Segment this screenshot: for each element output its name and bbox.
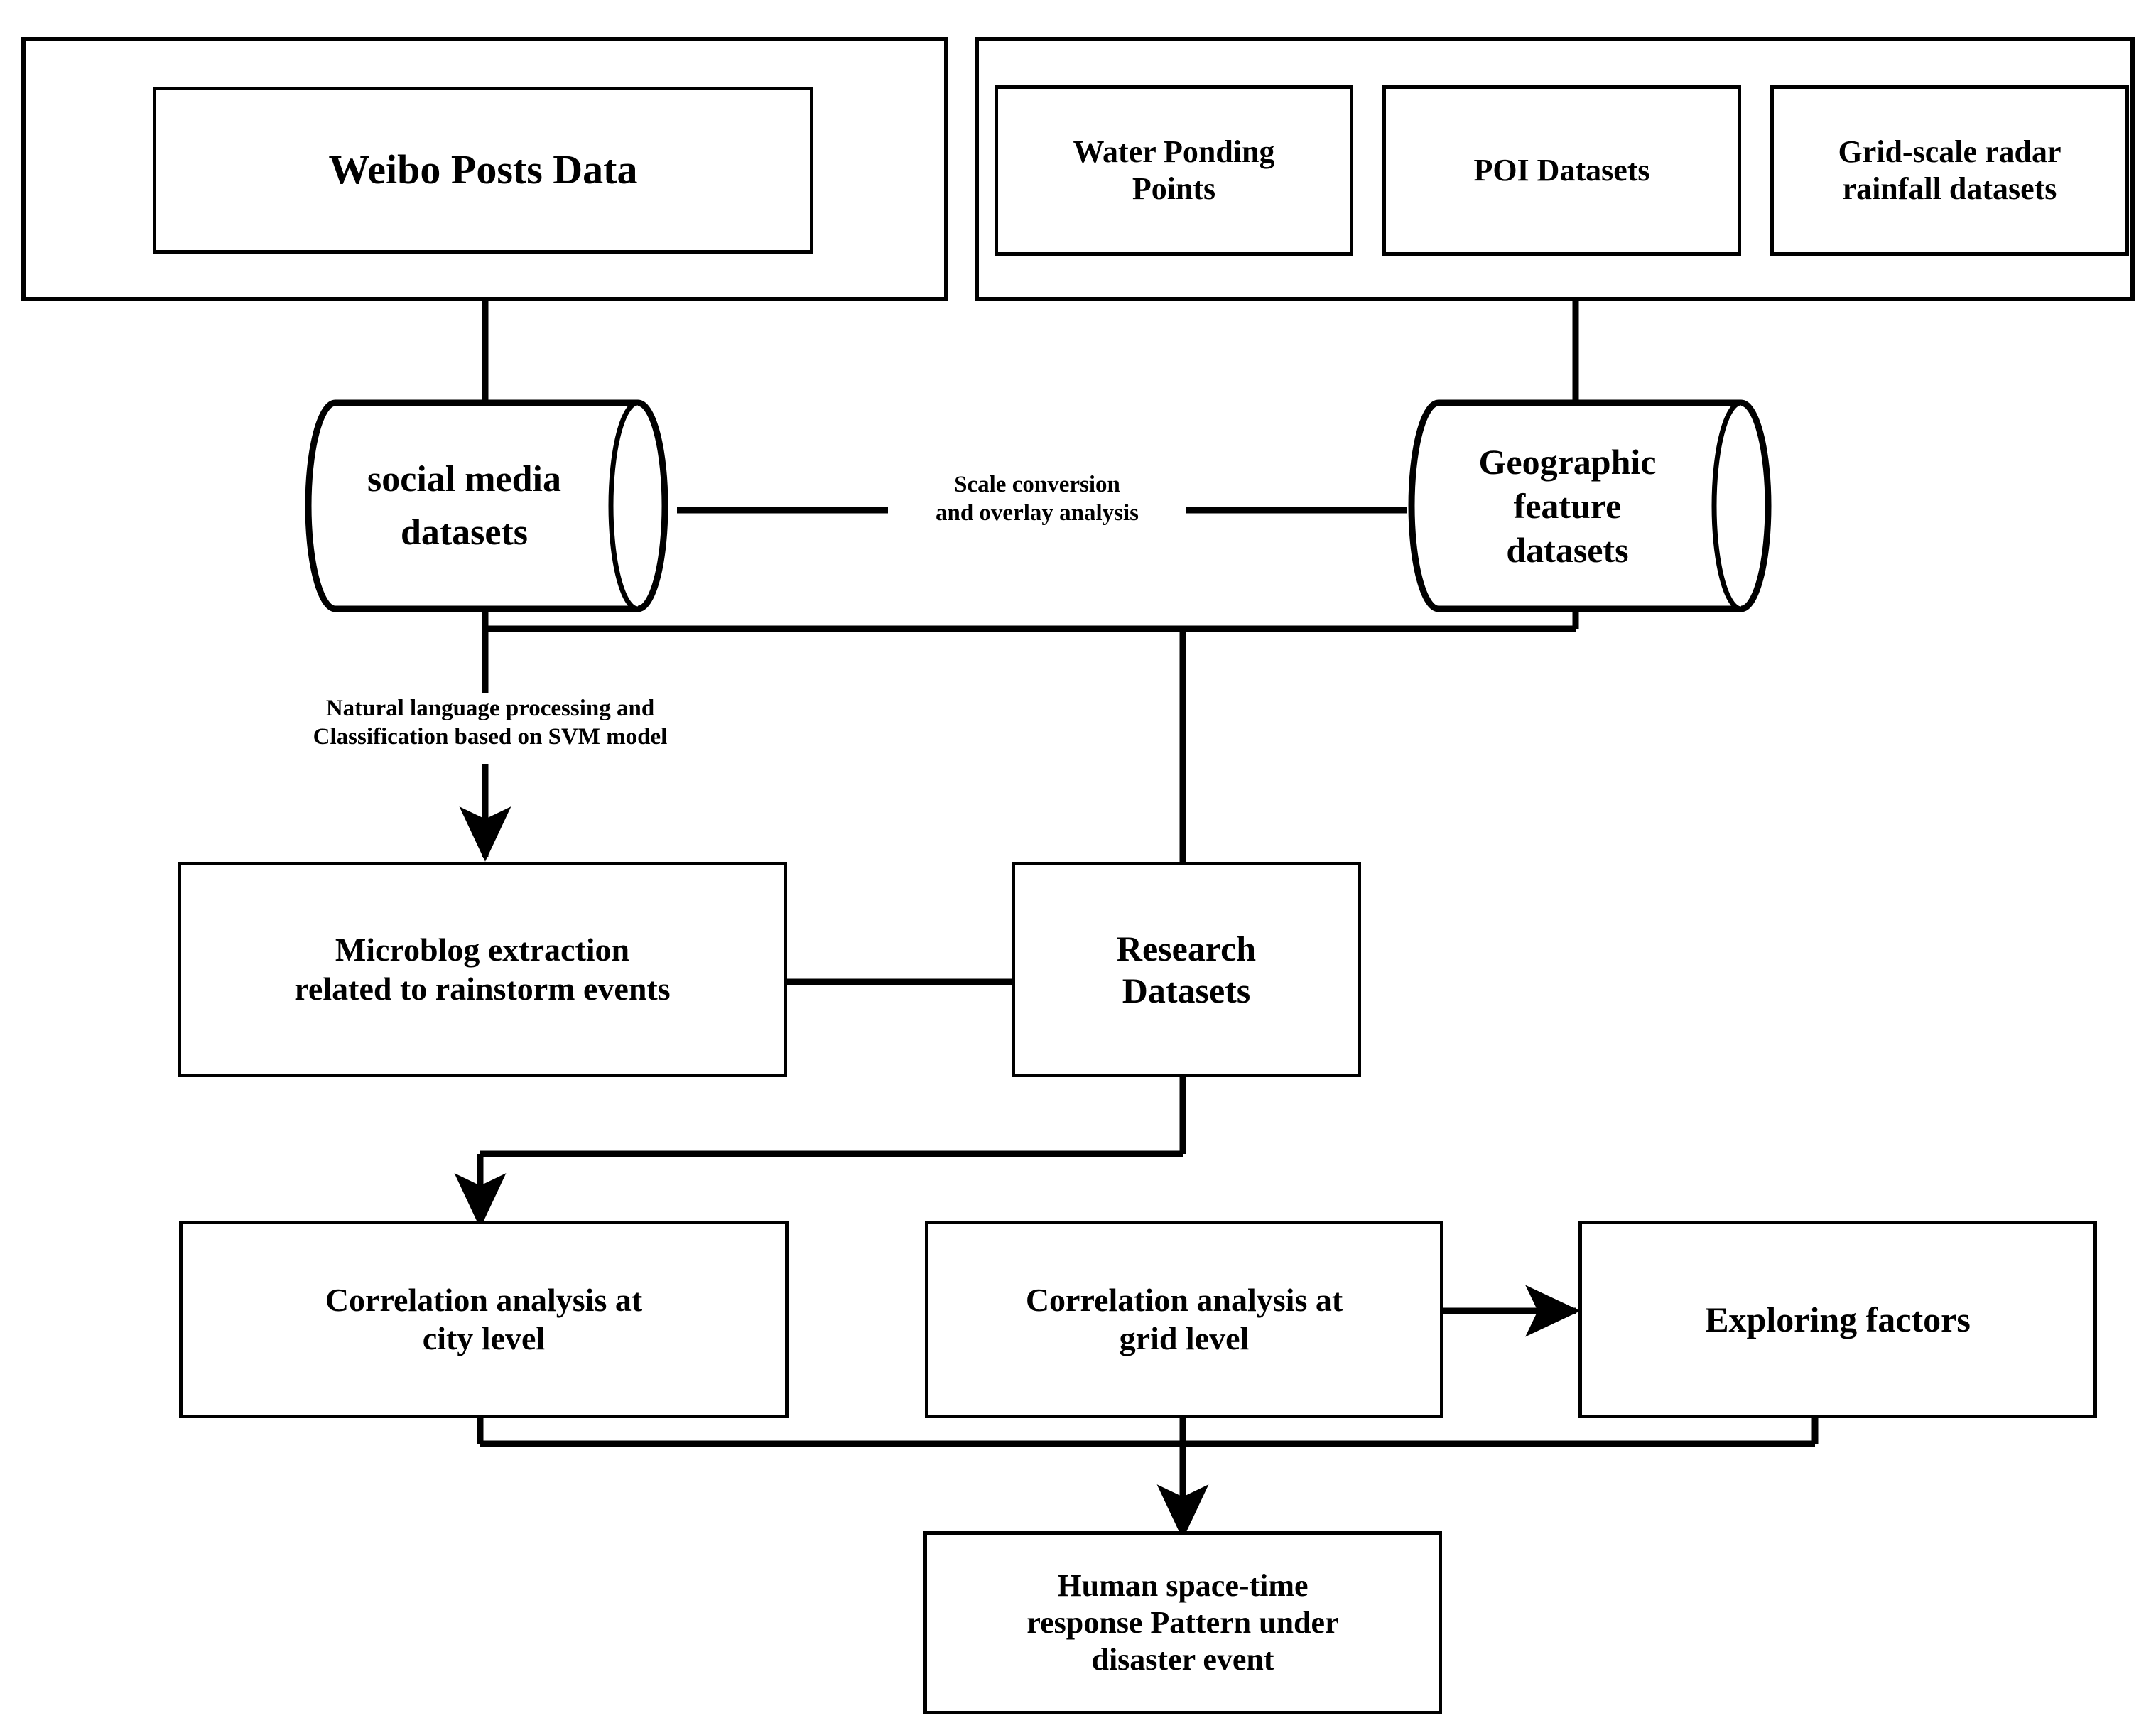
social-media-line2: datasets (400, 512, 529, 553)
social-media-line1: social media (367, 458, 561, 499)
cylinder-shape-geographic (1408, 399, 1772, 612)
water-ponding-points-label: Water Ponding Points (1073, 134, 1275, 206)
scale-conversion-edge-label: Scale conversion and overlay analysis (888, 469, 1186, 529)
correlation-grid-label: Correlation analysis at grid level (1025, 1281, 1343, 1356)
research-datasets-box[interactable]: Research Datasets (1012, 862, 1361, 1077)
geographic-feature-datasets-cylinder[interactable]: Geographic feature datasets (1396, 399, 1783, 612)
microblog-extraction-box[interactable]: Microblog extraction related to rainstor… (178, 862, 787, 1077)
poi-datasets-label: POI Datasets (1473, 153, 1650, 188)
correlation-city-box[interactable]: Correlation analysis at city level (179, 1221, 789, 1418)
human-response-pattern-label: Human space-time response Pattern under … (1026, 1568, 1339, 1677)
correlation-city-label: Correlation analysis at city level (325, 1281, 643, 1356)
grid-radar-datasets-label: Grid-scale radar rainfall datasets (1838, 134, 2062, 206)
social-media-datasets-cylinder[interactable]: social media datasets (293, 399, 680, 612)
grid-radar-datasets-box[interactable]: Grid-scale radar rainfall datasets (1770, 85, 2129, 256)
water-ponding-points-box[interactable]: Water Ponding Points (995, 85, 1353, 256)
poi-datasets-box[interactable]: POI Datasets (1382, 85, 1741, 256)
cylinder-shape-social (305, 399, 668, 612)
weibo-posts-data-label: Weibo Posts Data (328, 146, 638, 193)
correlation-grid-box[interactable]: Correlation analysis at grid level (925, 1221, 1443, 1418)
geographic-line1: Geographic (1478, 442, 1657, 482)
weibo-posts-data-box[interactable]: Weibo Posts Data (153, 87, 813, 254)
geographic-line3: datasets (1506, 530, 1629, 570)
research-datasets-label: Research Datasets (1116, 928, 1257, 1010)
human-response-pattern-box[interactable]: Human space-time response Pattern under … (923, 1531, 1442, 1714)
exploring-factors-label: Exploring factors (1705, 1299, 1971, 1339)
geographic-line2: feature (1513, 486, 1622, 526)
microblog-extraction-label: Microblog extraction related to rainstor… (294, 931, 671, 1007)
exploring-factors-box[interactable]: Exploring factors (1578, 1221, 2097, 1418)
nlp-svm-edge-label: Natural language processing and Classifi… (242, 693, 739, 753)
